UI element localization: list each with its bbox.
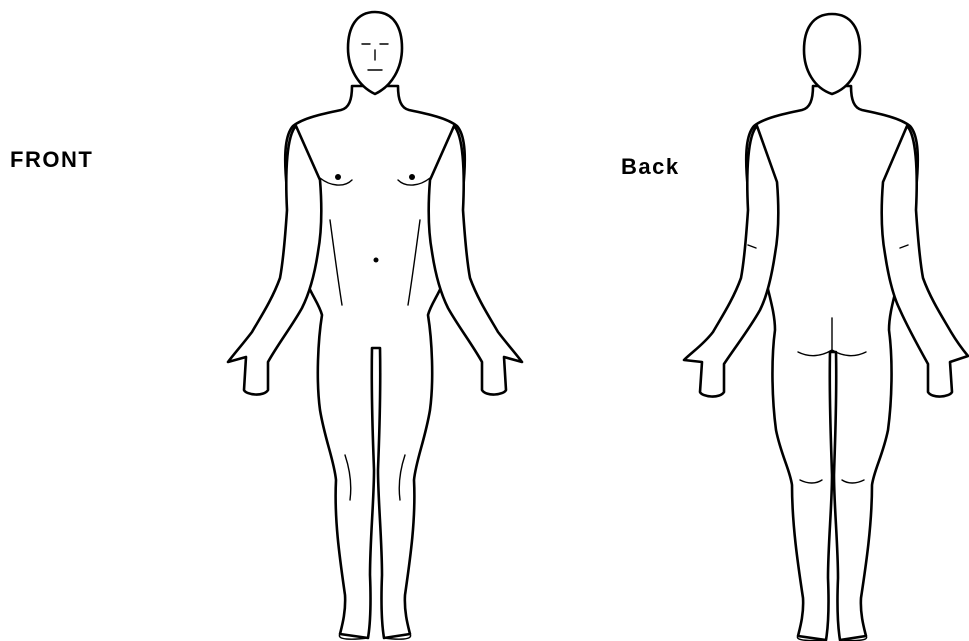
back-left-arm-outline [684, 126, 778, 397]
front-left-arm-outline [228, 126, 321, 395]
back-head-outline [804, 14, 860, 94]
front-right-arm-outline [429, 126, 522, 395]
front-left-nipple [335, 174, 341, 180]
front-navel [374, 258, 379, 263]
front-right-nipple [409, 174, 415, 180]
human-body-front-icon [228, 12, 522, 639]
back-right-arm-outline [882, 126, 968, 397]
human-body-back-icon [684, 14, 968, 641]
